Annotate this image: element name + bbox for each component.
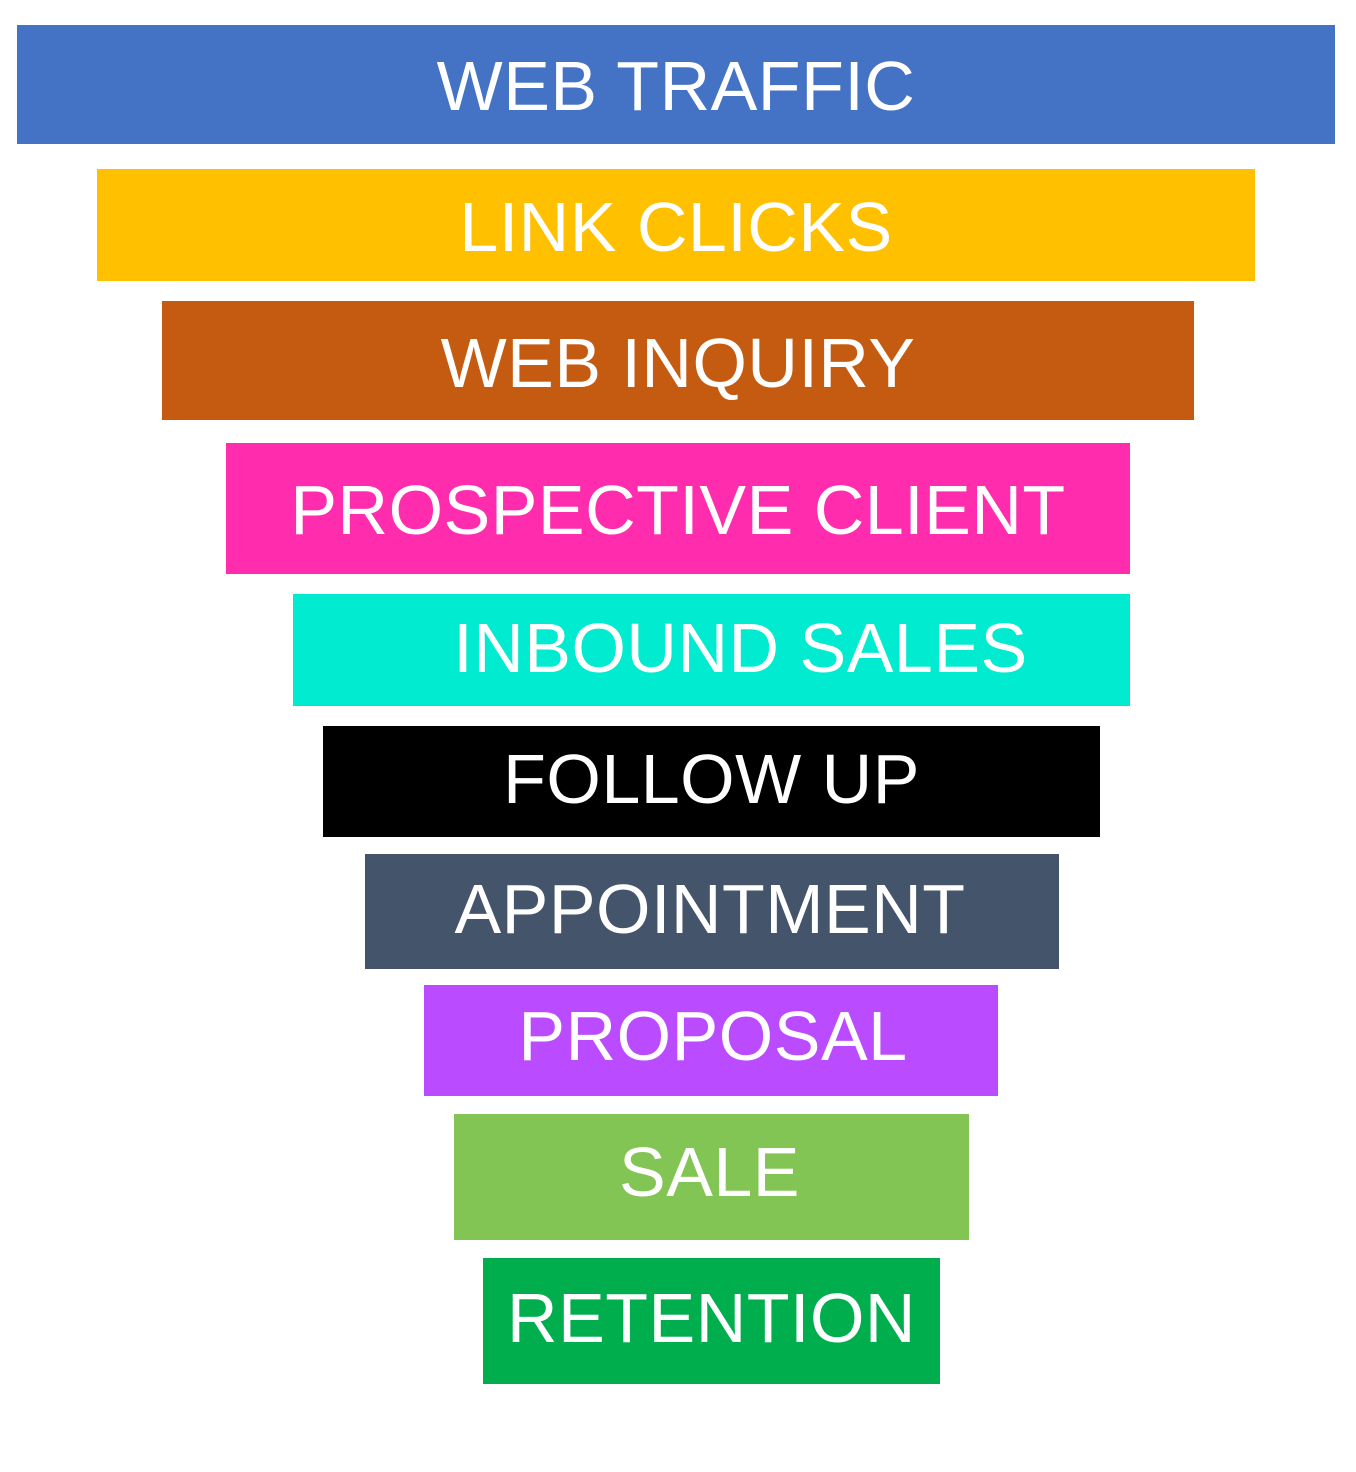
stage-label: FOLLOW UP xyxy=(503,739,920,818)
funnel-stage-link-clicks: LINK CLICKS xyxy=(97,169,1255,281)
funnel-stage-follow-up: FOLLOW UP xyxy=(323,726,1100,837)
funnel-stage-retention: RETENTION xyxy=(483,1258,940,1384)
funnel-stage-web-inquiry: WEB INQUIRY xyxy=(162,301,1194,420)
stage-label: APPOINTMENT xyxy=(454,869,966,948)
stage-label: WEB TRAFFIC xyxy=(436,46,916,125)
stage-label: RETENTION xyxy=(507,1279,916,1357)
stage-label: WEB INQUIRY xyxy=(440,323,916,402)
funnel-stage-web-traffic: WEB TRAFFIC xyxy=(17,25,1335,144)
funnel-stage-inbound-sales: INBOUND SALES xyxy=(293,594,1130,706)
stage-label: INBOUND SALES xyxy=(453,609,1028,687)
funnel-stage-sale: SALE xyxy=(454,1114,969,1240)
stage-label: PROSPECTIVE CLIENT xyxy=(290,470,1066,549)
funnel-stage-appointment: APPOINTMENT xyxy=(365,854,1059,969)
stage-label: SALE xyxy=(619,1133,800,1211)
stage-label: LINK CLICKS xyxy=(459,188,893,266)
funnel-stage-proposal: PROPOSAL xyxy=(424,985,998,1096)
funnel-stage-prospective-client: PROSPECTIVE CLIENT xyxy=(226,443,1130,574)
stage-label: PROPOSAL xyxy=(518,996,908,1075)
